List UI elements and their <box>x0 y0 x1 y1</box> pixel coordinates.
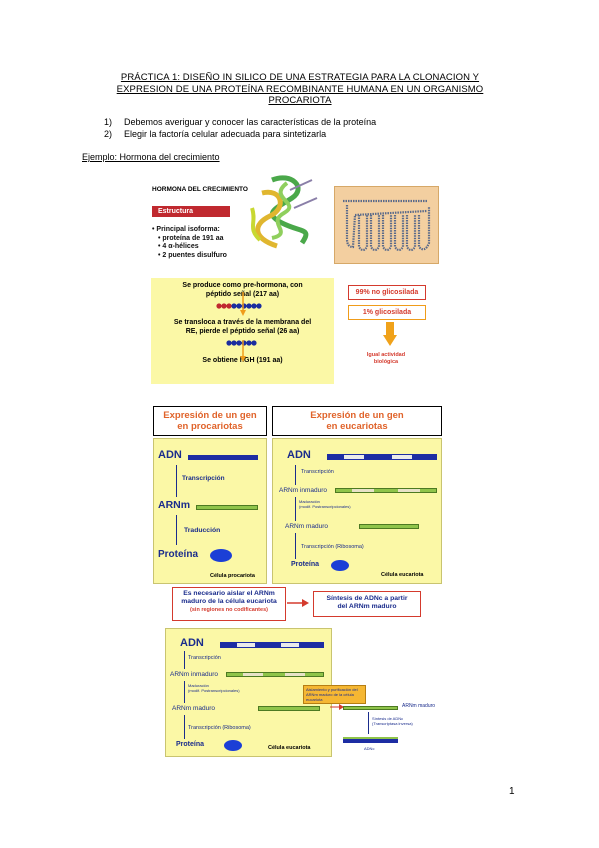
arnm-maduro-right-label: ARNm maduro <box>402 703 436 709</box>
cell-label: Célula eucariota <box>268 745 311 751</box>
proteina-label: Proteína <box>176 741 205 748</box>
cdna-bar <box>343 737 398 743</box>
prokaryote-panel: ADN Transcripción ARNm Traducción Proteí… <box>153 438 267 584</box>
arrow-right-icon <box>287 599 309 607</box>
arrow-line <box>176 515 177 545</box>
traduccion-label: Traducción <box>184 527 221 534</box>
mrna-mature-bar <box>359 524 419 529</box>
arrow-down-icon <box>240 292 246 316</box>
isolated-mrna-bar <box>343 706 398 710</box>
adn-label: ADN <box>180 637 204 649</box>
arrow-line <box>368 712 369 734</box>
maduracion-label: Maduración (modif. Postranscripcionales) <box>299 499 351 509</box>
estructura-label: Estructura <box>152 206 230 217</box>
title-line-1: PRÁCTICA 1: DISEÑO IN SILICO DE UNA ESTR… <box>120 72 480 83</box>
trans-text-1: Se transloca a través de la membrana del <box>173 319 312 326</box>
adn-label: ADN <box>158 449 182 461</box>
pre-text-1: Se produce como pre-hormona, con <box>182 282 303 289</box>
arrow-line <box>295 533 296 559</box>
arrow-line <box>176 465 177 497</box>
arrow-line <box>295 465 296 485</box>
prehormone-panel: Se produce como pre-hormona, con péptido… <box>151 278 334 384</box>
signal-peptide-beads <box>215 303 262 309</box>
eukaryote-panel: ADN Transcripción ARNm inmaduro Maduraci… <box>272 438 442 584</box>
document-title: PRÁCTICA 1: DISEÑO IN SILICO DE UNA ESTR… <box>100 72 500 107</box>
arrow-line <box>184 651 185 669</box>
mrna-immature-bar <box>226 672 324 677</box>
cell-label: Célula procariota <box>210 573 255 579</box>
transcripcion-label: Transcripción <box>182 475 225 482</box>
list-item: 1)Debemos averiguar y conocer las caract… <box>104 117 377 127</box>
arnm-maduro-label: ARNm maduro <box>172 705 215 712</box>
protein-oval <box>224 740 242 751</box>
arnm-inmaduro-label: ARNm inmaduro <box>170 671 219 678</box>
protein-oval <box>210 549 232 562</box>
sequence-map-image <box>334 186 439 264</box>
mrna-bar <box>196 505 258 510</box>
same-activity-text: Igual actividad biológica <box>366 352 406 365</box>
arrow-line <box>295 497 296 521</box>
protein-oval <box>331 560 349 571</box>
isolation-note-box: Aislamiento y purificación del ARNm madu… <box>303 685 366 704</box>
mrna-mature-bar <box>258 706 320 711</box>
cdna-synthesis-box: Síntesis de ADNc a partir del ARNm madur… <box>313 591 421 617</box>
maduracion-label: Maduración (modif. Postranscripcionales) <box>188 683 240 693</box>
non-glycosylated-box: 99% no glicosilada <box>348 285 426 300</box>
proteina-label: Proteína <box>158 549 199 560</box>
steps-list: 1)Debemos averiguar y conocer las caract… <box>104 116 376 140</box>
trans-text-2: RE, pierde el péptido señal (26 aa) <box>185 327 300 335</box>
prokaryote-header: Expresión de un gen en procariotas <box>153 406 267 436</box>
protein-structure-image <box>250 175 318 249</box>
arrow-right-icon <box>330 704 344 710</box>
isoform-list: • Principal isoforma: • proteína de 191 … <box>152 226 227 259</box>
arnm-inmaduro-label: ARNm inmaduro <box>279 487 328 494</box>
title-line-3: PROCARIOTA <box>268 95 332 106</box>
eukaryote-header: Expresión de un gen en eucariotas <box>272 406 442 436</box>
proteina-label: Proteína <box>291 561 320 568</box>
arrow-down-icon <box>383 322 397 346</box>
transcripcion-label: Transcripción <box>188 655 221 661</box>
isolate-mrna-box: Es necesario aislar el ARNm maduro de la… <box>172 587 286 621</box>
hgh-heading: HORMONA DEL CRECIMIENTO <box>152 186 248 193</box>
dna-bar <box>327 454 437 460</box>
cell-label: Célula eucariota <box>381 572 424 578</box>
arrow-line <box>184 681 185 703</box>
sintesis-label: Síntesis de ADNc (Transcriptasa inversa) <box>372 716 413 726</box>
traduccion-label: Transcripción (Ribosoma) <box>301 544 364 550</box>
dna-bar <box>220 642 324 648</box>
list-item: 2)Elegir la factoría celular adecuada pa… <box>104 129 327 139</box>
mrna-immature-bar <box>335 488 437 493</box>
adnc-label: ADNc <box>364 746 375 751</box>
title-line-2: EXPRESION DE UNA PROTEÍNA RECOMBINANTE H… <box>116 83 484 95</box>
adn-label: ADN <box>287 449 311 461</box>
arnm-label: ARNm <box>158 499 191 511</box>
arrow-down-icon <box>240 340 246 362</box>
mature-beads <box>225 340 257 346</box>
glycosylated-box: 1% glicosilada <box>348 305 426 320</box>
arrow-line <box>184 715 185 739</box>
page-number: 1 <box>509 786 515 797</box>
arnm-maduro-label: ARNm maduro <box>285 523 328 530</box>
traduccion-label: Transcripción (Ribosoma) <box>188 725 251 731</box>
dna-bar <box>188 455 258 460</box>
example-label: Ejemplo: Hormona del crecimiento <box>82 152 220 162</box>
transcripcion-label: Transcripción <box>301 469 334 475</box>
